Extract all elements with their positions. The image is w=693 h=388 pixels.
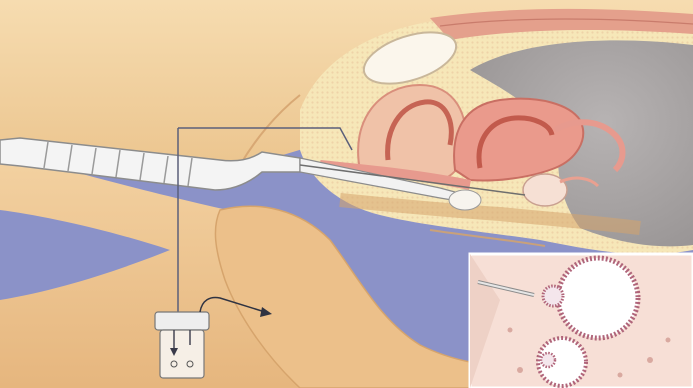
inset-panel (470, 254, 693, 388)
stroma-dot (508, 328, 513, 333)
ovary (523, 174, 567, 206)
follicle-large (558, 258, 638, 338)
oocyte-large (543, 286, 563, 306)
oocyte-small (541, 353, 555, 367)
stroma-dot (618, 373, 623, 378)
stroma-dot (517, 367, 523, 373)
stroma-dot (666, 338, 671, 343)
stroma-dot (647, 357, 653, 363)
collection-tube-icon (155, 312, 209, 378)
